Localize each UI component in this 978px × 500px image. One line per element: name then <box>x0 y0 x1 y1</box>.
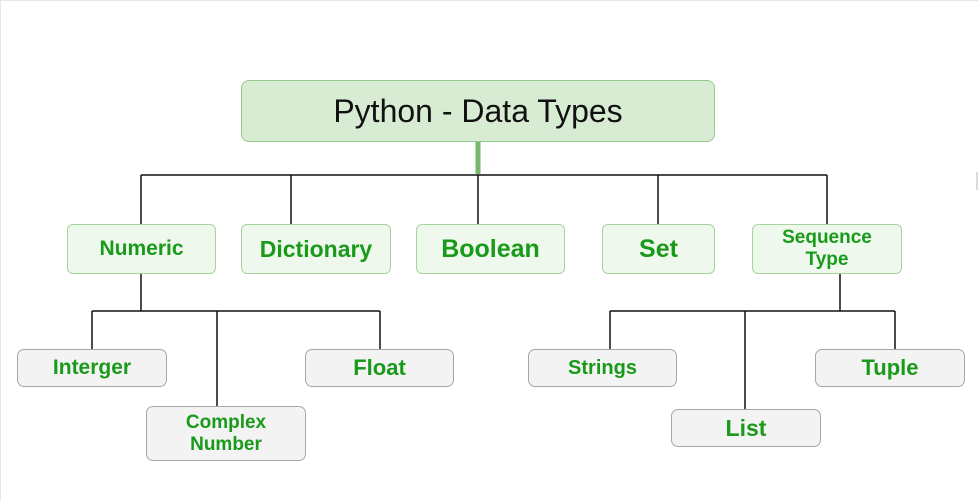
node-strings: Strings <box>528 349 677 387</box>
boolean-label: Boolean <box>441 234 540 263</box>
sequence-label-line1: Sequence <box>782 227 872 249</box>
numeric-label: Numeric <box>99 236 184 260</box>
node-boolean: Boolean <box>416 224 565 274</box>
integer-label: Interger <box>52 355 132 379</box>
dictionary-label: Dictionary <box>259 235 373 262</box>
edge-mark <box>976 172 978 190</box>
float-label: Float <box>353 355 406 381</box>
set-label: Set <box>639 234 678 263</box>
node-complex-number: Complex Number <box>146 406 306 461</box>
node-list: List <box>671 409 821 447</box>
list-label: List <box>725 414 767 441</box>
node-tuple: Tuple <box>815 349 965 387</box>
node-numeric: Numeric <box>67 224 216 274</box>
strings-label: Strings <box>568 356 637 379</box>
node-sequence-type: Sequence Type <box>752 224 902 274</box>
complex-label-line1: Complex <box>185 411 267 433</box>
node-float: Float <box>305 349 454 387</box>
node-dictionary: Dictionary <box>241 224 391 274</box>
root-node-python-data-types: Python - Data Types <box>241 80 715 142</box>
complex-label-line2: Number <box>190 433 262 455</box>
node-integer: Interger <box>17 349 167 387</box>
root-label: Python - Data Types <box>333 92 623 129</box>
node-set: Set <box>602 224 715 274</box>
tuple-label: Tuple <box>861 355 919 381</box>
sequence-label-line2: Type <box>805 249 849 270</box>
